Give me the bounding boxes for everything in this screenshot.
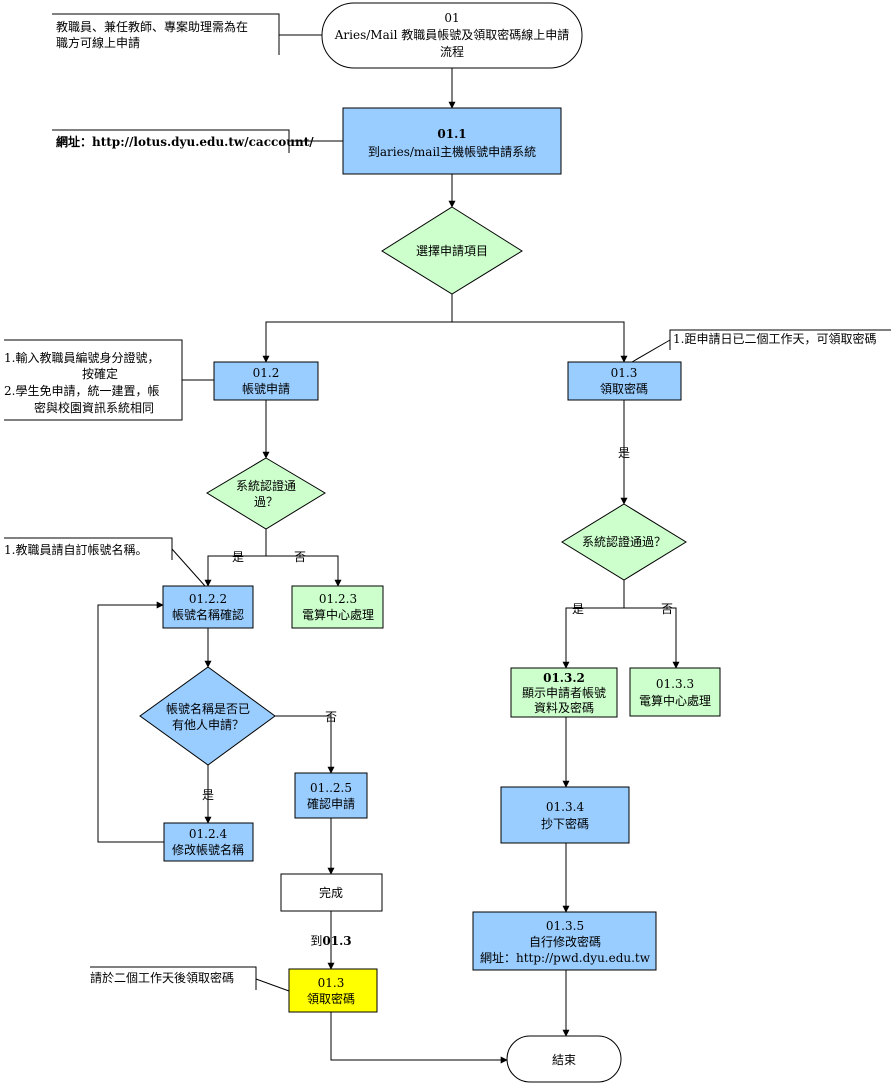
decision-duplicate-line1: 帳號名稱是否已	[166, 701, 250, 716]
decision-verify-left-line1: 系統認證通	[236, 478, 296, 493]
edge-label-no-right: 否	[661, 602, 673, 616]
edge-label-yes-left: 是	[232, 550, 244, 564]
process-01-3-pickup-id: 01.3	[318, 976, 345, 990]
edge-select-to-013	[452, 321, 628, 363]
process-01-3-2-line2: 資料及密碼	[534, 700, 594, 715]
annotation-brackets	[4, 13, 891, 992]
decision-verify-right-label: 系統認證通過？	[582, 534, 666, 549]
process-01-3-3: 01.3.3 電算中心處理	[629, 667, 721, 717]
process-01-2-3-label: 電算中心處理	[302, 607, 374, 622]
start-title-cont: 流程	[440, 44, 464, 59]
process-01-2-4-id: 01.2.4	[189, 827, 228, 841]
process-01-2-id: 01.2	[253, 366, 280, 380]
note-eligible-line1: 教職員、兼任教師、專案助理需為在	[56, 19, 248, 34]
note-custom-name: 1.教職員請自訂帳號名稱。	[4, 542, 147, 557]
bracket-custom-name-link	[171, 548, 206, 587]
edge-dup-no	[275, 715, 335, 774]
decision-verify-right: 系統認證通過？	[561, 503, 687, 581]
process-01-1-label: 到aries/mail主機帳號申請系統	[368, 144, 536, 159]
process-01-3-pickup-label: 領取密碼	[307, 991, 355, 1006]
bracket-wait-link	[255, 978, 290, 992]
bracket-wait	[90, 966, 257, 990]
process-01-1: 01.1 到aries/mail主機帳號申請系統	[342, 107, 562, 175]
edge-verify-no	[266, 555, 342, 587]
decision-verify-left: 系統認證通 過？	[206, 457, 326, 530]
edge-verify-right-yes	[562, 580, 625, 669]
decision-select-label: 選擇申請項目	[416, 243, 488, 258]
process-01-2-2: 01.2.2 帳號名稱確認	[162, 585, 254, 629]
process-01-3-4-id: 01.3.4	[546, 800, 585, 814]
start-terminator: 01 Aries/Mail 教職員帳號及領取密碼線上申請 流程	[321, 2, 583, 69]
process-01-2-5-id: 01..2.5	[310, 781, 352, 795]
bracket-eligible	[52, 13, 280, 55]
decision-duplicate-name: 帳號名稱是否已 有他人申請？	[139, 666, 276, 766]
step-done: 完成	[280, 873, 383, 912]
note-eligible-line2: 職方可線上申請	[56, 35, 140, 50]
bracket-custom-name	[4, 537, 173, 560]
edge-label-yes-pickup: 是	[618, 446, 630, 460]
process-01-2-4: 01.2.4 修改帳號名稱	[163, 822, 254, 862]
edge-labels: 是 否 是 否 是 是 否	[202, 446, 673, 802]
process-01-3-4-label: 抄下密碼	[541, 816, 589, 831]
process-01-3-4: 01.3.4 抄下密碼	[500, 786, 630, 844]
edge-label-no-dup: 否	[325, 710, 337, 724]
note-apply-line3: 2.學生免申請，統一建置，帳	[4, 383, 159, 398]
decision-verify-left-line2: 過？	[254, 495, 278, 509]
process-01-3-5: 01.3.5 自行修改密碼 網址：http://pwd.dyu.edu.tw	[472, 911, 657, 971]
start-title: Aries/Mail 教職員帳號及領取密碼線上申請	[334, 27, 569, 42]
note-apply-line2: 按確定	[82, 366, 118, 381]
process-01-2: 01.2 帳號申請	[213, 361, 319, 401]
process-01-3: 01.3 領取密碼	[567, 361, 682, 401]
process-01-3-id: 01.3	[611, 366, 638, 380]
decision-select-item: 選擇申請項目	[381, 206, 523, 295]
process-01-3-5-id: 01.3.5	[546, 919, 584, 933]
process-01-3-2-line1: 顯示申請者帳號	[522, 686, 606, 700]
edge-label-no-left: 否	[294, 550, 306, 564]
process-01-2-2-id: 01.2.2	[189, 592, 227, 606]
edge-loop-back	[97, 601, 164, 843]
edge-verify-right-no	[624, 607, 680, 669]
goto-prefix: 到	[310, 934, 322, 948]
process-01-3-pickup: 01.3 領取密碼	[288, 968, 378, 1013]
process-01-3-2-id: 01.3.2	[543, 671, 585, 685]
note-wait: 請於二個工作天後領取密碼	[90, 970, 234, 985]
edge-label-yes-dup: 是	[202, 788, 214, 802]
process-01-3-3-id: 01.3.3	[656, 677, 694, 691]
process-01-3-label: 領取密碼	[600, 381, 648, 396]
edge-select-to-012	[262, 294, 453, 363]
bracket-pickup	[669, 329, 891, 350]
start-id: 01	[444, 11, 459, 25]
process-01-2-label: 帳號申請	[242, 382, 290, 396]
bracket-url	[52, 129, 290, 153]
note-pickup: 1.距申請日已二個工作天，可領取密碼	[673, 331, 876, 346]
annotations: 教職員、兼任教師、專案助理需為在 職方可線上申請 網址：http://lotus…	[4, 19, 876, 985]
connectors	[97, 68, 680, 1064]
process-01-2-3: 01.2.3 電算中心處理	[291, 585, 384, 629]
note-apply-line1: 1.輸入教職員編號身分證號，	[4, 350, 159, 365]
goto-target: 01.3	[322, 934, 351, 948]
process-01-3-5-url: 網址：http://pwd.dyu.edu.tw	[480, 951, 651, 965]
process-01-2-5-label: 確認申請	[307, 796, 355, 811]
note-url: 網址：http://lotus.dyu.edu.tw/caccount/	[56, 134, 314, 149]
process-01-3-2: 01.3.2 顯示申請者帳號 資料及密碼	[510, 667, 618, 718]
goto-01-3-label: 到01.3	[310, 934, 351, 948]
decision-duplicate-line2: 有他人申請？	[172, 718, 244, 732]
process-01-2-4-label: 修改帳號名稱	[172, 842, 244, 857]
edge-verify-yes	[204, 529, 267, 587]
process-01-2-2-label: 帳號名稱確認	[172, 607, 244, 622]
process-01-2-3-id: 01.2.3	[319, 592, 357, 606]
step-done-label: 完成	[319, 885, 343, 900]
edge-013b-to-end	[330, 1012, 508, 1064]
process-01-3-5-label: 自行修改密碼	[529, 934, 601, 949]
note-apply-line4: 密與校園資訊系統相同	[34, 400, 154, 415]
process-01-2-5: 01..2.5 確認申請	[294, 772, 368, 819]
end-terminator: 結束	[506, 1035, 622, 1083]
end-label: 結束	[552, 1053, 576, 1067]
bracket-pickup-link	[631, 339, 671, 363]
edge-label-yes-right: 是	[572, 602, 584, 616]
process-01-3-3-label: 電算中心處理	[639, 693, 711, 708]
process-01-1-id: 01.1	[437, 127, 466, 141]
